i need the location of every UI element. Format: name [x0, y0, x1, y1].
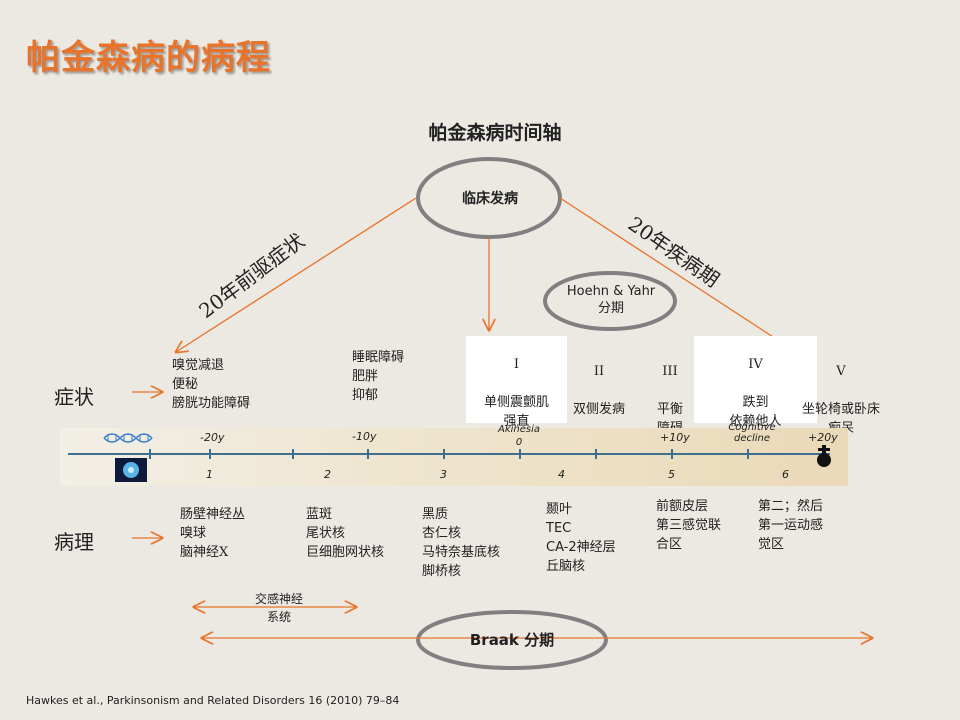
tl-num-3: 3	[440, 468, 447, 481]
tl-label-plus10: +10y	[660, 431, 690, 444]
stage-3-numeral: III	[662, 364, 678, 379]
tl-num-1: 1	[206, 468, 213, 481]
row-label-pathology: 病理	[54, 530, 94, 554]
tl-num-5: 5	[668, 468, 675, 481]
dna-icon	[103, 433, 153, 443]
tl-label-akinesia: Akinesia 0	[497, 424, 541, 448]
pathology-5: 前额皮层 第三感觉联 合区	[656, 499, 722, 552]
stage-2: II 双侧发病	[566, 343, 632, 438]
pathology-1: 肠壁神经丛 嗅球 脑神经X	[180, 507, 246, 560]
timeline-graphics	[68, 433, 831, 482]
stage-4-numeral: IV	[748, 357, 763, 372]
tl-label-cognitive: Cognitive decline	[728, 422, 776, 444]
citation: Hawkes et al., Parkinsonism and Related …	[26, 694, 400, 707]
tl-label-minus10: -10y	[352, 430, 377, 443]
row-label-symptoms: 症状	[54, 385, 94, 409]
stage-1: I 单侧震颤肌 强直 运动不能	[466, 336, 567, 448]
timeline-band	[60, 428, 848, 486]
symptoms-early: 嗅觉减退 便秘 膀胱功能障碍	[172, 358, 251, 411]
onset-label: 临床发病	[462, 191, 518, 207]
sympathetic-label: 交感神经 系统	[254, 592, 303, 624]
pathology-4: 颞叶 TEC CA-2神经层 丘脑核	[546, 502, 616, 574]
hy-label: Hoehn & Yahr 分期	[566, 284, 656, 316]
tl-label-minus20: -20y	[200, 431, 225, 444]
hy-oval	[543, 271, 677, 331]
diagram-subtitle: 帕金森病时间轴	[428, 122, 562, 144]
pathology-3: 黑质 杏仁核 马特奈基底核 脚桥核	[422, 507, 501, 579]
stage-2-text: 双侧发病	[572, 402, 625, 417]
tl-num-6: 6	[782, 468, 789, 481]
tl-num-2: 2	[324, 468, 331, 481]
stage-5-numeral: V	[836, 364, 846, 379]
tl-num-4: 4	[558, 468, 565, 481]
prodromal-arrow	[176, 197, 417, 352]
symptoms-mid: 睡眠障碍 肥胖 抑郁	[352, 350, 405, 403]
pathology-6: 第二；然后 第一运动感 觉区	[758, 499, 824, 552]
tl-label-plus20: +20y	[808, 431, 838, 444]
braak-label: Braak 分期	[469, 631, 555, 649]
death-icon	[817, 445, 831, 467]
stage-1-numeral: I	[513, 357, 520, 372]
cell-icon	[115, 458, 147, 482]
page-title: 帕金森病的病程	[26, 38, 271, 78]
disease-arrow	[559, 197, 790, 348]
stage-4: IV 跌到 依赖他人 认知功能衰退	[694, 336, 817, 448]
pathology-2: 蓝斑 尾状核 巨细胞网状核	[306, 507, 385, 560]
stage-2-numeral: II	[593, 364, 605, 379]
